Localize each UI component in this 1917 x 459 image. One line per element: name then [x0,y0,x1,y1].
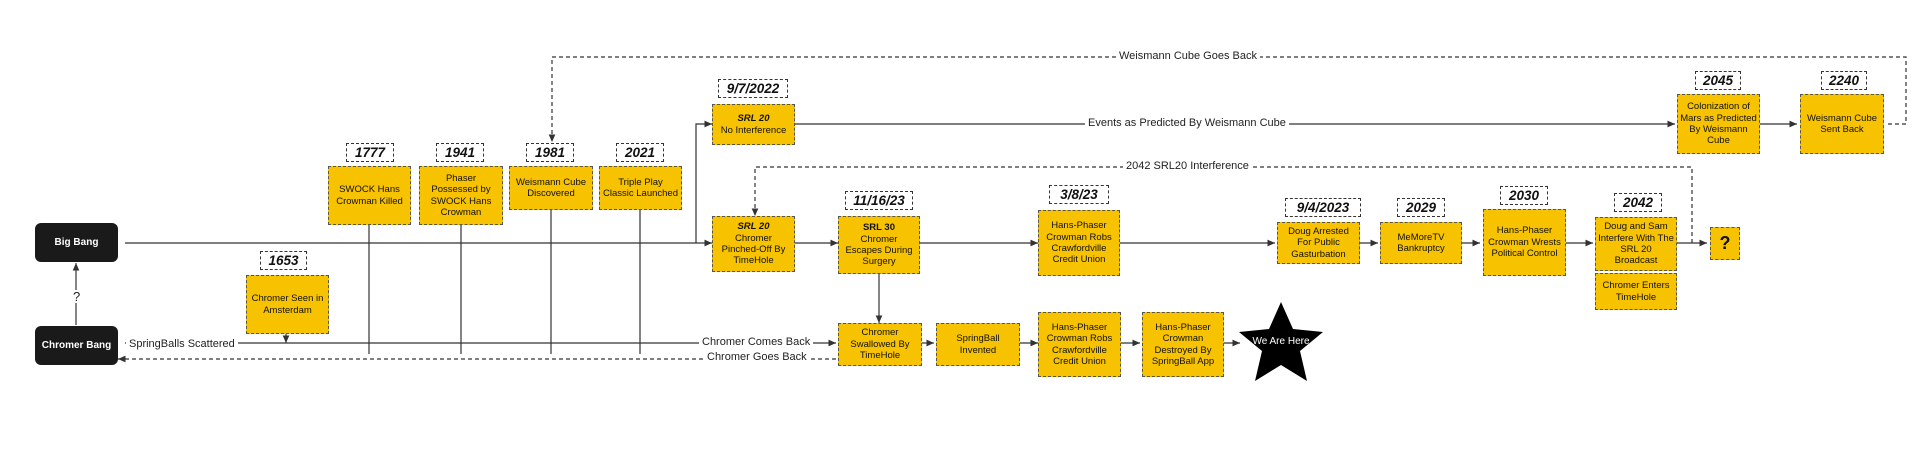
date-2029: 2029 [1397,198,1445,217]
date-2042: 2042 [1614,193,1662,212]
chromer-bang-node: Chromer Bang [35,326,118,365]
date-1777: 1777 [346,143,394,162]
date-2023-sep: 9/4/2023 [1285,198,1361,217]
node-srl20-pinched: SRL 20 Chromer Pinched-Off By TimeHole [712,216,795,272]
edge-label-srl20-interference: 2042 SRL20 Interference [1123,160,1252,173]
edge-label-weismann-goes-back: Weismann Cube Goes Back [1116,50,1260,63]
node-hans-robs-bottom: Hans-Phaser Crowman Robs Crawfordville C… [1038,312,1121,377]
node-question-end: ? [1710,227,1740,260]
date-1653: 1653 [260,251,307,270]
node-weismann-sent-back: Weismann Cube Sent Back [1800,94,1884,154]
date-2240: 2240 [1821,71,1867,90]
node-srl30: SRL 30 Chromer Escapes During Surgery [838,216,920,274]
date-2022: 9/7/2022 [718,79,788,98]
node-springball-invented: SpringBall Invented [936,323,1020,366]
node-swock-killed: SWOCK Hans Crowman Killed [328,166,411,225]
edge-label-question: ? [70,290,84,303]
node-srl20-pinched-title: SRL 20 [737,221,770,233]
date-1941: 1941 [436,143,484,162]
node-hans-robs-top: Hans-Phaser Crowman Robs Crawfordville C… [1038,210,1120,276]
node-chromer-swallowed: Chromer Swallowed By TimeHole [838,323,922,366]
node-chromer-enters: Chromer Enters TimeHole [1595,273,1677,310]
date-2023-nov: 11/16/23 [845,191,913,210]
node-colonization: Colonization of Mars as Predicted By Wei… [1677,94,1760,154]
edge-label-springballs-scattered: SpringBalls Scattered [126,338,238,351]
node-hans-destroyed: Hans-Phaser Crowman Destroyed By SpringB… [1142,312,1224,377]
node-triple-play: Triple Play Classic Launched [599,166,682,210]
edge-label-chromer-goes-back: Chromer Goes Back [704,351,810,364]
date-2030: 2030 [1500,186,1548,205]
edge-label-chromer-comes-back: Chromer Comes Back [699,336,814,349]
node-srl20-no-interference: SRL 20 No Interference [712,104,795,145]
edge-label-events-predicted: Events as Predicted By Weismann Cube [1085,117,1289,130]
node-srl20-no-interference-title: SRL 20 [737,113,770,125]
date-2045: 2045 [1695,71,1741,90]
node-weismann-discovered: Weismann Cube Discovered [509,166,593,210]
big-bang-node: Big Bang [35,223,118,262]
node-phaser-possessed: Phaser Possessed by SWOCK Hans Crowman [419,166,503,225]
date-2021: 2021 [616,143,664,162]
we-are-here-label: We Are Here [1252,336,1310,347]
date-1981: 1981 [526,143,574,162]
we-are-here-star [1239,302,1323,381]
node-memore-bankruptcy: MeMoreTV Bankruptcy [1380,222,1462,264]
node-doug-sam: Doug and Sam Interfere With The SRL 20 B… [1595,217,1677,271]
date-2023-mar: 3/8/23 [1049,185,1109,204]
node-doug-arrested: Doug Arrested For Public Gasturbation [1277,222,1360,264]
node-srl30-title: SRL 30 [862,222,896,234]
node-hans-wrests: Hans-Phaser Crowman Wrests Political Con… [1483,209,1566,276]
node-chromer-amsterdam: Chromer Seen in Amsterdam [246,275,329,334]
